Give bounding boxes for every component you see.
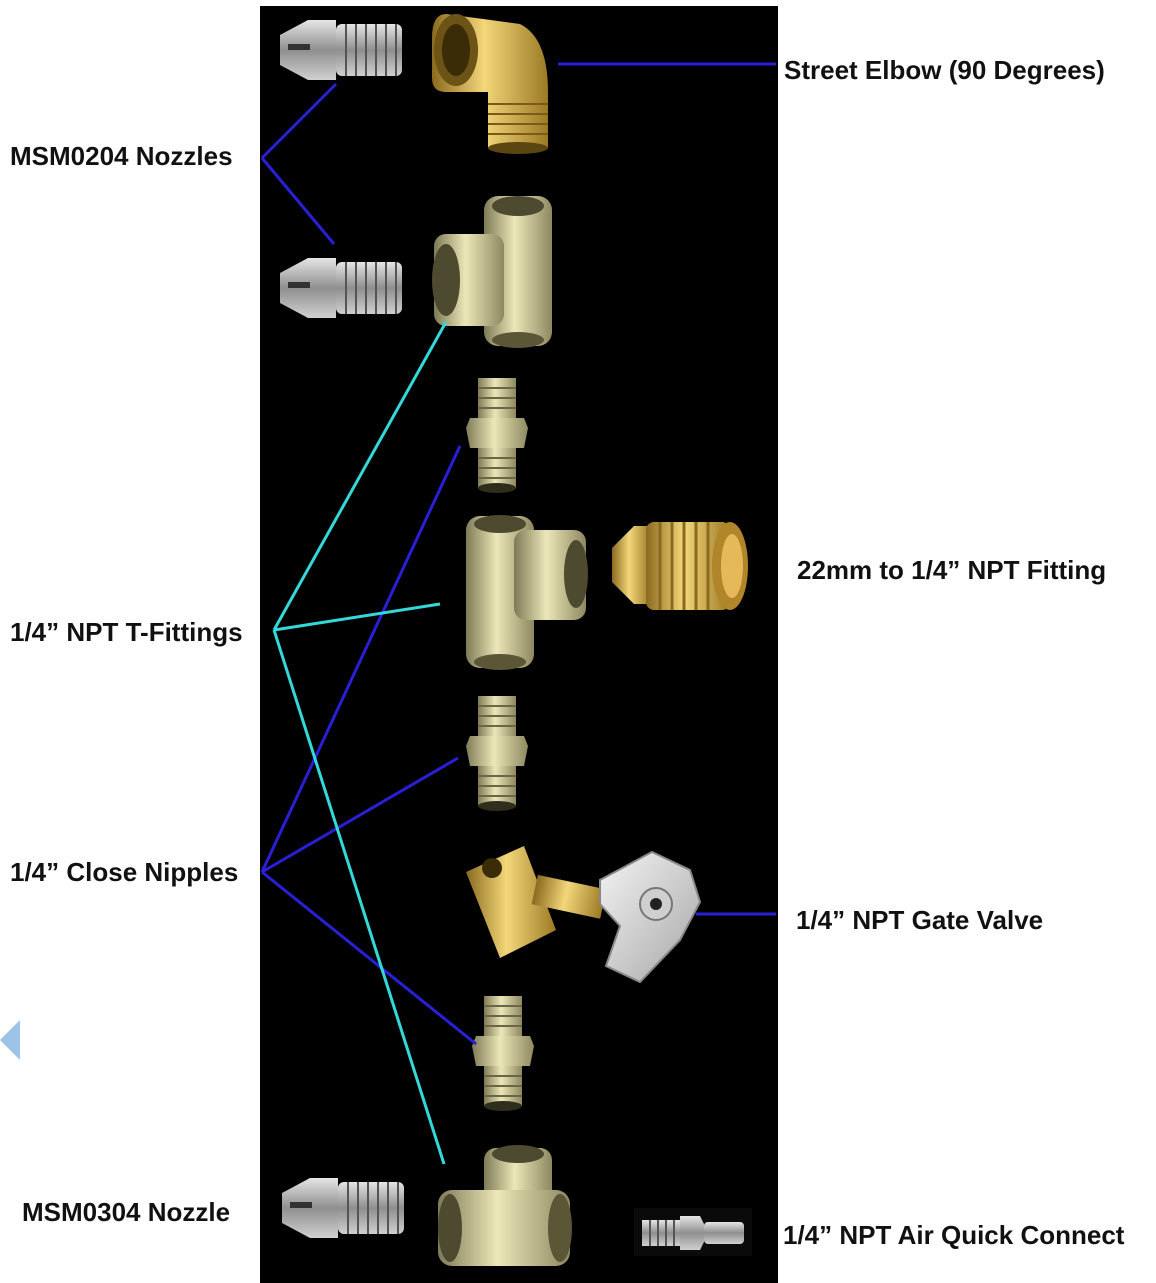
label-msm0304-nozzle: MSM0304 Nozzle [22, 1199, 230, 1225]
adapter-22mm-icon [612, 522, 748, 610]
nozzle-icon [280, 258, 402, 318]
label-t-fittings: 1/4” NPT T-Fittings [10, 619, 243, 645]
label-close-nipples: 1/4” Close Nipples [10, 859, 238, 885]
nozzle-icon [282, 1178, 404, 1238]
quick-connect-icon [634, 1208, 752, 1256]
label-22mm-npt-fitting: 22mm to 1/4” NPT Fitting [797, 557, 1106, 583]
back-arrow-icon[interactable] [0, 1020, 22, 1060]
label-gate-valve: 1/4” NPT Gate Valve [796, 907, 1043, 933]
label-street-elbow: Street Elbow (90 Degrees) [784, 57, 1105, 83]
nozzle-icon [280, 20, 402, 80]
label-air-quick-connect: 1/4” NPT Air Quick Connect [783, 1222, 1124, 1248]
label-msm0204-nozzles: MSM0204 Nozzles [10, 143, 233, 169]
